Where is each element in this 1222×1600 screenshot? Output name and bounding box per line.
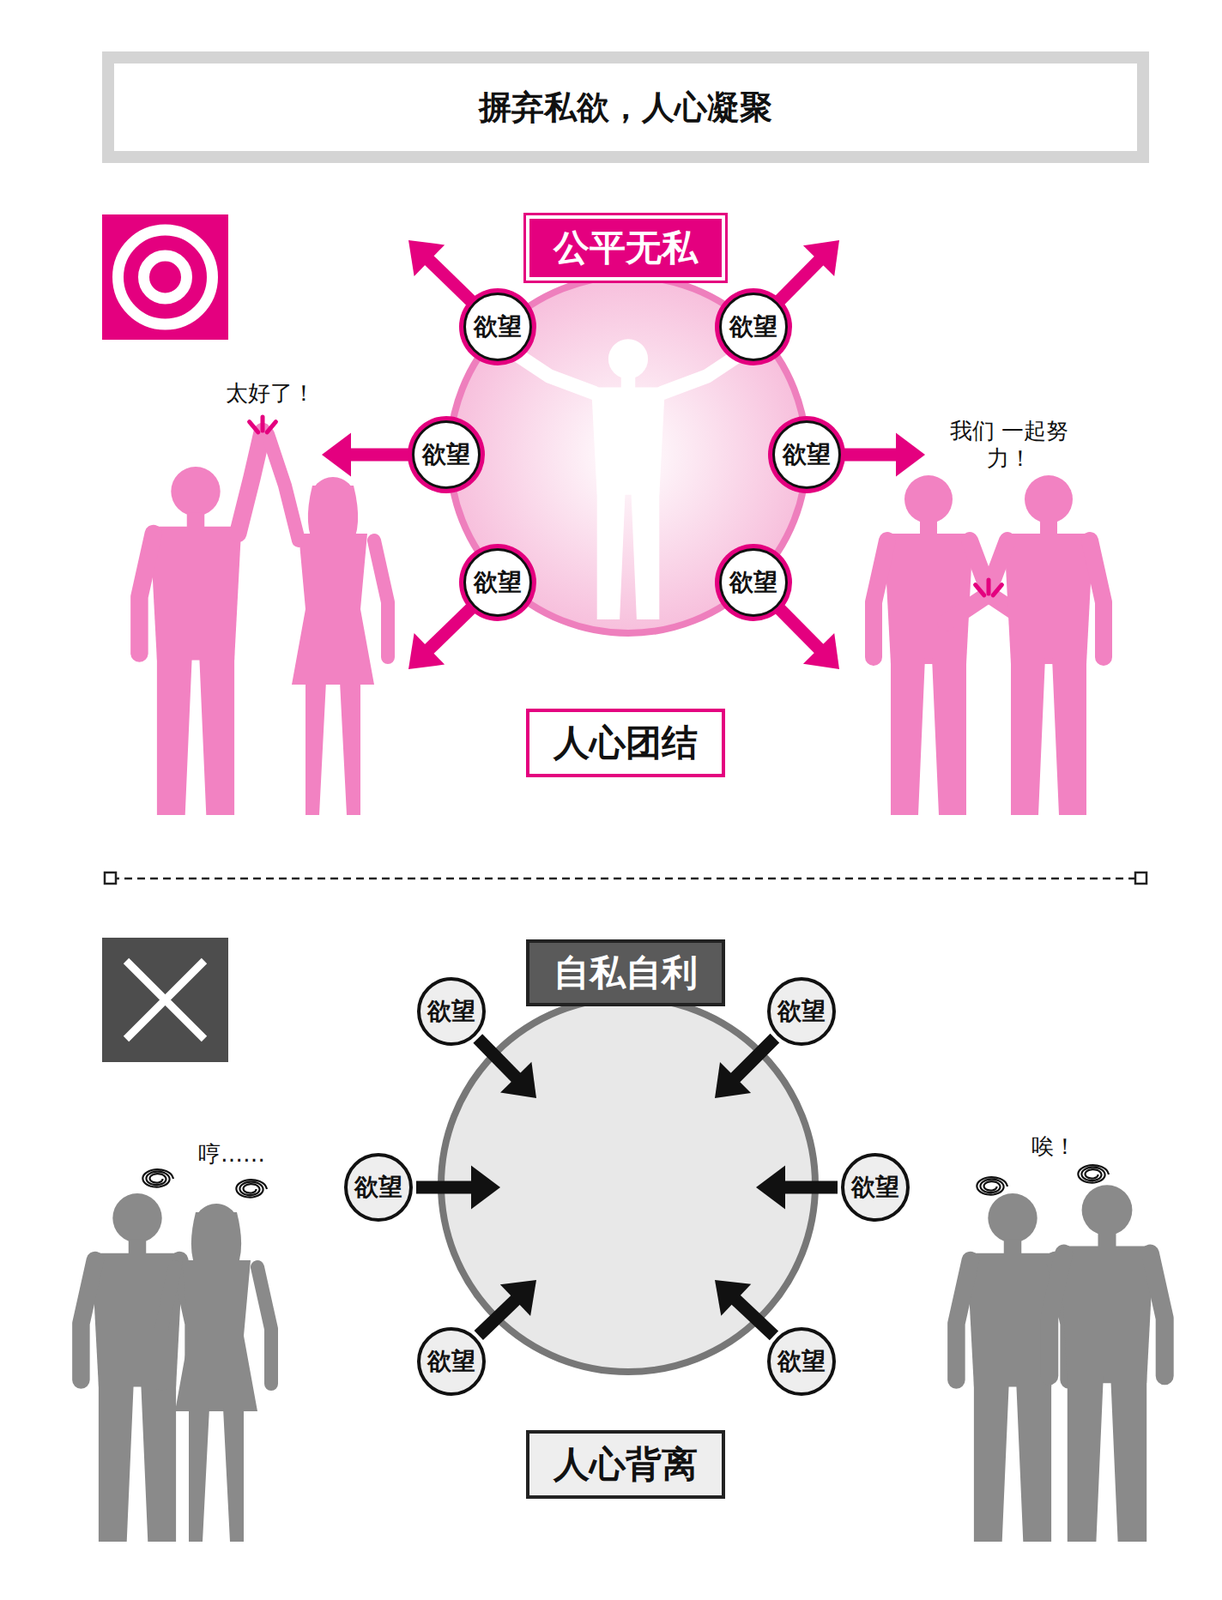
- node-text: 欲望: [777, 1349, 826, 1376]
- node-text: 欲望: [729, 569, 778, 597]
- desire-circle: 欲望: [417, 977, 486, 1047]
- divider: [111, 877, 1140, 881]
- bad-icon: [102, 937, 229, 1063]
- desire-arrow: [478, 1299, 517, 1336]
- node-text: 欲望: [729, 314, 778, 341]
- node-text: 人心背离: [553, 1445, 698, 1485]
- divider-end: [104, 872, 116, 884]
- desire-arrow: [477, 1038, 518, 1079]
- arrow-head: [500, 1280, 537, 1317]
- desire-circle: 欲望: [411, 420, 481, 490]
- divider-end: [1135, 872, 1147, 884]
- bad-icon-cross: [126, 961, 205, 1040]
- speech-text: 太好了！: [225, 379, 315, 408]
- arrow-head: [408, 240, 445, 277]
- node-text: 人心团结: [553, 723, 698, 763]
- node-text: 欲望: [422, 441, 471, 469]
- desire-arrow: [844, 448, 898, 462]
- arrow-head: [500, 1062, 537, 1099]
- burst-mark: [266, 422, 276, 433]
- node-text: 欲望: [777, 998, 826, 1026]
- desire-circle: 欲望: [772, 420, 841, 490]
- node-text: 欲望: [354, 1174, 403, 1202]
- desire-arrow: [349, 448, 409, 462]
- desire-circle: 欲望: [767, 977, 836, 1047]
- desire-arrow: [416, 1181, 473, 1195]
- title-band: [102, 51, 1150, 164]
- person-silhouette: [1049, 1185, 1165, 1543]
- node-text: 欲望: [473, 314, 522, 341]
- node-text: 公平无私: [553, 228, 698, 268]
- speech-text: 唉！: [1031, 1132, 1077, 1162]
- arrow-head: [471, 1166, 501, 1210]
- label-box: 自私自利: [526, 939, 726, 1007]
- burst-mark: [975, 585, 985, 596]
- node-text: 自私自利: [553, 953, 698, 993]
- desire-circle: 欲望: [417, 1327, 486, 1397]
- node-text: 欲望: [851, 1174, 900, 1202]
- desire-arrow: [428, 259, 471, 301]
- desire-arrow: [734, 1299, 775, 1337]
- desire-circle: 欲望: [719, 292, 788, 362]
- arrow-head: [408, 633, 445, 670]
- bad-icon-cross: [126, 961, 205, 1040]
- arrow-head: [321, 433, 351, 478]
- node-text: 欲望: [782, 441, 831, 469]
- annoyed-scribble: [235, 1179, 267, 1198]
- annoyed-scribble: [976, 1177, 1008, 1195]
- fair-circle: [449, 276, 807, 634]
- desire-circle: 欲望: [767, 1327, 836, 1397]
- desire-circle: 欲望: [840, 1153, 910, 1222]
- person-silhouette: [267, 434, 388, 816]
- desire-circle: 欲望: [344, 1153, 413, 1222]
- desire-circle: 欲望: [463, 292, 533, 362]
- desire-arrow: [783, 1181, 838, 1195]
- annoyed-scribble: [1077, 1165, 1109, 1183]
- desire-arrow: [780, 260, 821, 301]
- desire-circle: 欲望: [719, 548, 788, 618]
- desire-arrow: [734, 1038, 775, 1079]
- selfish-circle: [441, 998, 816, 1373]
- title-text: 摒弃私欲，人心凝聚: [478, 85, 773, 130]
- arrow-head: [803, 633, 840, 670]
- person-silhouette: [873, 475, 1032, 816]
- good-icon-ring: [118, 229, 213, 325]
- speech-text: 哼……: [198, 1140, 266, 1169]
- annoyed-scribble: [142, 1169, 174, 1187]
- burst-mark: [992, 585, 1002, 596]
- desire-arrow: [428, 609, 471, 651]
- node-text: 欲望: [473, 569, 522, 597]
- desire-arrow: [780, 609, 821, 650]
- label-box: 公平无私: [526, 215, 726, 281]
- arrow-head: [714, 1280, 751, 1317]
- desire-circle: 欲望: [463, 548, 533, 618]
- title-box: 摒弃私欲，人心凝聚: [114, 63, 1138, 152]
- arrow-head: [803, 240, 840, 277]
- node-text: 欲望: [427, 998, 476, 1026]
- person-silhouette: [945, 475, 1104, 816]
- good-icon: [102, 214, 229, 340]
- person-silhouette: [161, 1203, 272, 1543]
- good-icon-ring: [144, 255, 188, 299]
- arrow-head: [895, 433, 926, 478]
- person-silhouette: [955, 1193, 1069, 1543]
- arrow-head: [714, 1062, 751, 1099]
- person-silhouette: [139, 431, 263, 816]
- burst-mark: [986, 580, 992, 594]
- burst-mark: [249, 422, 259, 433]
- burst-mark: [260, 417, 266, 431]
- node-text: 欲望: [427, 1349, 476, 1376]
- person-silhouette: [80, 1193, 194, 1543]
- label-box: 人心团结: [526, 708, 726, 778]
- speech-text: 我们 一起努力！: [944, 417, 1074, 473]
- label-box: 人心背离: [526, 1430, 726, 1500]
- arrow-head: [756, 1166, 786, 1210]
